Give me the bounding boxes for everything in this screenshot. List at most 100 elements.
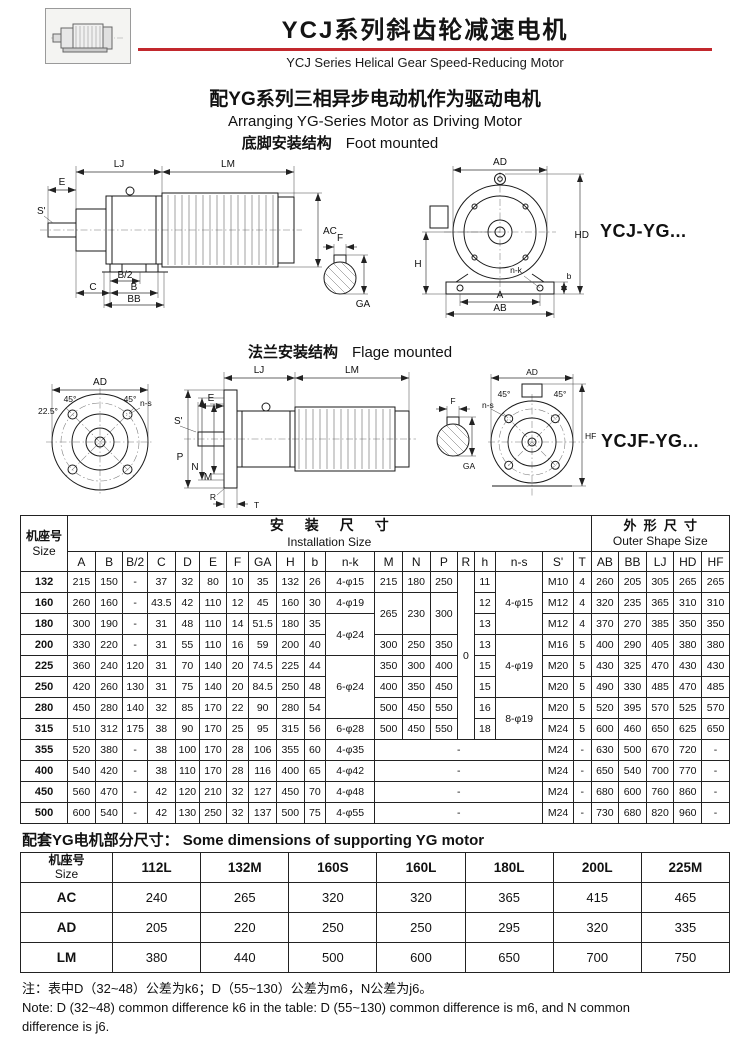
- note-en-line1: Note: D (32~48) common difference k6 in …: [22, 999, 630, 1015]
- dim-value-cell: 215: [67, 571, 96, 593]
- dim-value-cell: 35: [248, 571, 277, 593]
- dim-value-cell: -: [572, 739, 592, 761]
- size-cell: 280: [19, 697, 69, 719]
- dim-value-cell: 106: [248, 739, 277, 761]
- motor-value-cell: 265: [200, 882, 290, 913]
- dim-value-cell: 160: [94, 592, 124, 614]
- installation-size-header-en: Installation Size: [287, 534, 372, 549]
- dim-value-cell: 28: [225, 760, 250, 782]
- dim-value-cell: -: [701, 802, 730, 824]
- column-header: b: [303, 551, 327, 572]
- motor-fins: [298, 409, 391, 469]
- dim-label: H: [414, 259, 421, 270]
- dim-value-cell: 26: [303, 571, 327, 593]
- dim-value-cell: M24: [542, 718, 574, 740]
- dim-value-cell: 380: [673, 634, 703, 656]
- dim-value-cell: 325: [618, 655, 647, 677]
- dim-value-cell: 15: [473, 655, 497, 677]
- dim-value-cell: 90: [174, 718, 201, 740]
- motor-value-cell: 465: [640, 882, 731, 913]
- dim-label: A: [497, 290, 504, 301]
- dim-value-cell: 395: [618, 697, 647, 719]
- column-header: A: [67, 551, 96, 572]
- dim-value-cell: 365: [645, 592, 675, 614]
- dim-value-cell: M16: [542, 634, 574, 656]
- dim-value-cell: 15: [473, 676, 497, 698]
- dim-value-cell: 355: [275, 739, 305, 761]
- column-header: P: [429, 551, 459, 572]
- dim-value-cell: 110: [199, 634, 227, 656]
- dim-value-cell: 4-φ42: [325, 760, 376, 782]
- dim-value-cell: 54: [303, 697, 327, 719]
- dim-label: n-k: [510, 265, 523, 275]
- dim-value-cell: 385: [645, 613, 675, 635]
- dim-value-cell: 180: [275, 613, 305, 635]
- size-cell: 225: [19, 655, 69, 677]
- dim-label: 45°: [124, 394, 137, 404]
- dim-value-cell: -: [572, 781, 592, 803]
- column-header: C: [146, 551, 176, 572]
- motor-logo-icon: [51, 23, 125, 53]
- dim-label: 45°: [498, 389, 511, 399]
- dim-value-cell: 16: [473, 697, 497, 719]
- dim-value-cell: 130: [122, 676, 148, 698]
- size-cell: 355: [19, 739, 69, 761]
- dim-value-cell: 625: [673, 718, 703, 740]
- dim-value-cell: 170: [199, 739, 227, 761]
- dim-value-cell: 5: [572, 718, 592, 740]
- dim-value-cell: 570: [701, 697, 730, 719]
- dim-value-cell: 4: [572, 571, 592, 593]
- dim-value-cell: 720: [673, 739, 703, 761]
- dim-label: AD: [93, 377, 107, 388]
- dim-value-cell: 485: [701, 676, 730, 698]
- dim-value-cell: 540: [67, 760, 96, 782]
- size-cell: 200: [19, 634, 69, 656]
- dim-value-cell: 11: [473, 571, 497, 593]
- dim-value-cell: 260: [590, 571, 620, 593]
- dim-label: b: [567, 271, 572, 281]
- dim-value-cell: 110: [199, 592, 227, 614]
- dim-value-cell: 160: [275, 592, 305, 614]
- dim-value-cell: 80: [199, 571, 227, 593]
- dim-value-cell: 70: [174, 655, 201, 677]
- dim-value-cell: 4-φ35: [325, 739, 376, 761]
- dim-value-cell: 85: [174, 697, 201, 719]
- intro-heading-en: Arranging YG-Series Motor as Driving Mot…: [228, 113, 522, 130]
- intro-heading-cn: 配YG系列三相异步电动机作为驱动电机: [209, 89, 541, 110]
- column-header: LJ: [645, 551, 675, 572]
- dim-value-cell: 450: [429, 676, 459, 698]
- dim-value-cell: 260: [94, 676, 124, 698]
- dim-value-cell: -: [374, 781, 544, 803]
- motor-value-cell: 320: [288, 882, 378, 913]
- dim-label: B: [131, 282, 138, 293]
- dim-value-cell: 55: [174, 634, 201, 656]
- dim-value-cell: 265: [701, 571, 730, 593]
- dim-value-cell: 120: [174, 781, 201, 803]
- foot-mounted-heading-en: Foot mounted: [345, 135, 439, 152]
- dim-value-cell: 265: [673, 571, 703, 593]
- dim-value-cell: 32: [146, 697, 176, 719]
- dim-value-cell: 400: [374, 676, 403, 698]
- dim-value-cell: 380: [701, 634, 730, 656]
- dim-value-cell: M24: [542, 802, 574, 824]
- dim-value-cell: 650: [701, 718, 730, 740]
- dim-value-cell: 10: [225, 571, 250, 593]
- motor-value-cell: 250: [288, 912, 378, 943]
- motor-value-cell: 295: [464, 912, 554, 943]
- dim-value-cell: 38: [146, 718, 176, 740]
- model-label-flange: YCJF-YG...: [601, 431, 700, 451]
- dim-value-cell: 312: [94, 718, 124, 740]
- motor-column-header: 225M: [640, 852, 731, 883]
- title-divider: [138, 48, 712, 51]
- dim-label: HF: [585, 431, 596, 441]
- dim-value-cell: 380: [94, 739, 124, 761]
- dim-value-cell: 270: [618, 613, 647, 635]
- dim-value-cell: 110: [199, 613, 227, 635]
